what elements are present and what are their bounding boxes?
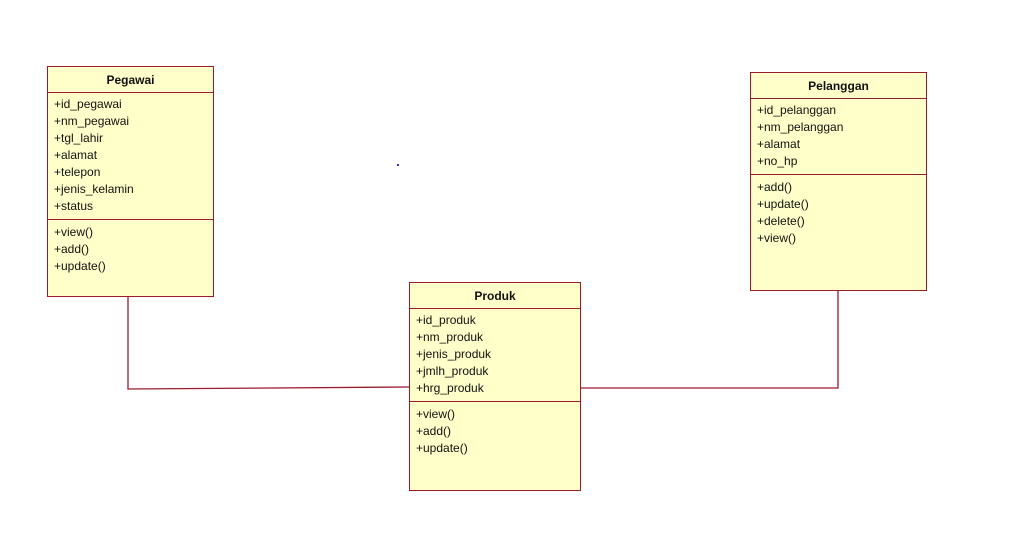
attribute: +telepon: [54, 165, 101, 179]
stray-dot: [397, 164, 399, 166]
association-pegawai-produk: [127, 297, 410, 390]
attribute: +tgl_lahir: [54, 131, 104, 145]
operation: +view(): [757, 231, 797, 245]
attribute: +status: [54, 199, 94, 213]
attributes-compartment: +id_pegawai +nm_pegawai +tgl_lahir +alam…: [48, 93, 213, 220]
class-name: Produk: [410, 283, 580, 309]
attribute: +nm_produk: [416, 330, 484, 344]
attribute: +id_pelanggan: [757, 103, 837, 117]
attribute: +jenis_produk: [416, 347, 492, 361]
attribute: +hrg_produk: [416, 381, 484, 395]
attribute: +jmlh_produk: [416, 364, 489, 378]
class-pelanggan[interactable]: Pelanggan +id_pelanggan +nm_pelanggan +a…: [750, 72, 927, 291]
operation: +view(): [54, 225, 94, 239]
class-name: Pegawai: [48, 67, 213, 93]
operations-compartment: +view() +add() +update(): [410, 402, 580, 461]
operation: +delete(): [757, 214, 805, 228]
operation: +update(): [416, 441, 468, 455]
operations-compartment: +add() +update() +delete() +view(): [751, 175, 926, 251]
attributes-compartment: +id_pelanggan +nm_pelanggan +alamat +no_…: [751, 99, 926, 175]
operation: +update(): [757, 197, 809, 211]
operation: +add(): [54, 242, 90, 256]
operation: +add(): [416, 424, 452, 438]
attribute: +jenis_kelamin: [54, 182, 134, 196]
attributes-compartment: +id_produk +nm_produk +jenis_produk +jml…: [410, 309, 580, 402]
class-produk[interactable]: Produk +id_produk +nm_produk +jenis_prod…: [409, 282, 581, 491]
attribute: +id_produk: [416, 313, 476, 327]
attribute: +nm_pelanggan: [757, 120, 844, 134]
attribute: +id_pegawai: [54, 97, 122, 111]
operation: +update(): [54, 259, 106, 273]
attribute: +alamat: [54, 148, 98, 162]
attribute: +nm_pegawai: [54, 114, 130, 128]
class-pegawai[interactable]: Pegawai +id_pegawai +nm_pegawai +tgl_lah…: [47, 66, 214, 297]
attribute: +alamat: [757, 137, 801, 151]
attribute: +no_hp: [757, 154, 798, 168]
operations-compartment: +view() +add() +update(): [48, 220, 213, 279]
operation: +add(): [757, 180, 793, 194]
association-pelanggan-produk: [581, 291, 839, 389]
class-name: Pelanggan: [751, 73, 926, 99]
operation: +view(): [416, 407, 456, 421]
